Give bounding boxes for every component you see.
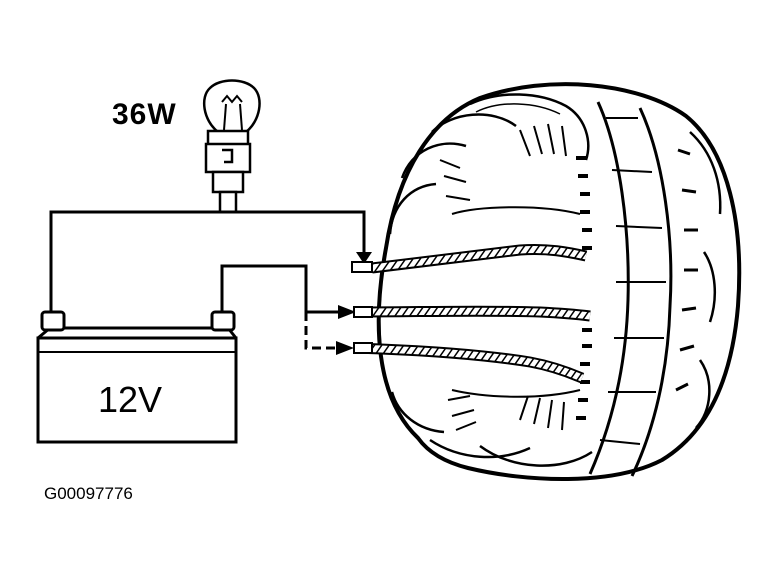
probe-arrows <box>336 252 372 355</box>
test-wires <box>49 210 366 350</box>
figure-id-label: G00097776 <box>44 484 133 503</box>
stator-leads <box>351 243 591 384</box>
battery-voltage-label: 12V <box>98 379 163 420</box>
alternator-stator <box>376 82 742 482</box>
battery <box>36 310 238 444</box>
lamp-wattage-label: 36W <box>112 98 177 131</box>
test-lamp <box>202 79 261 214</box>
